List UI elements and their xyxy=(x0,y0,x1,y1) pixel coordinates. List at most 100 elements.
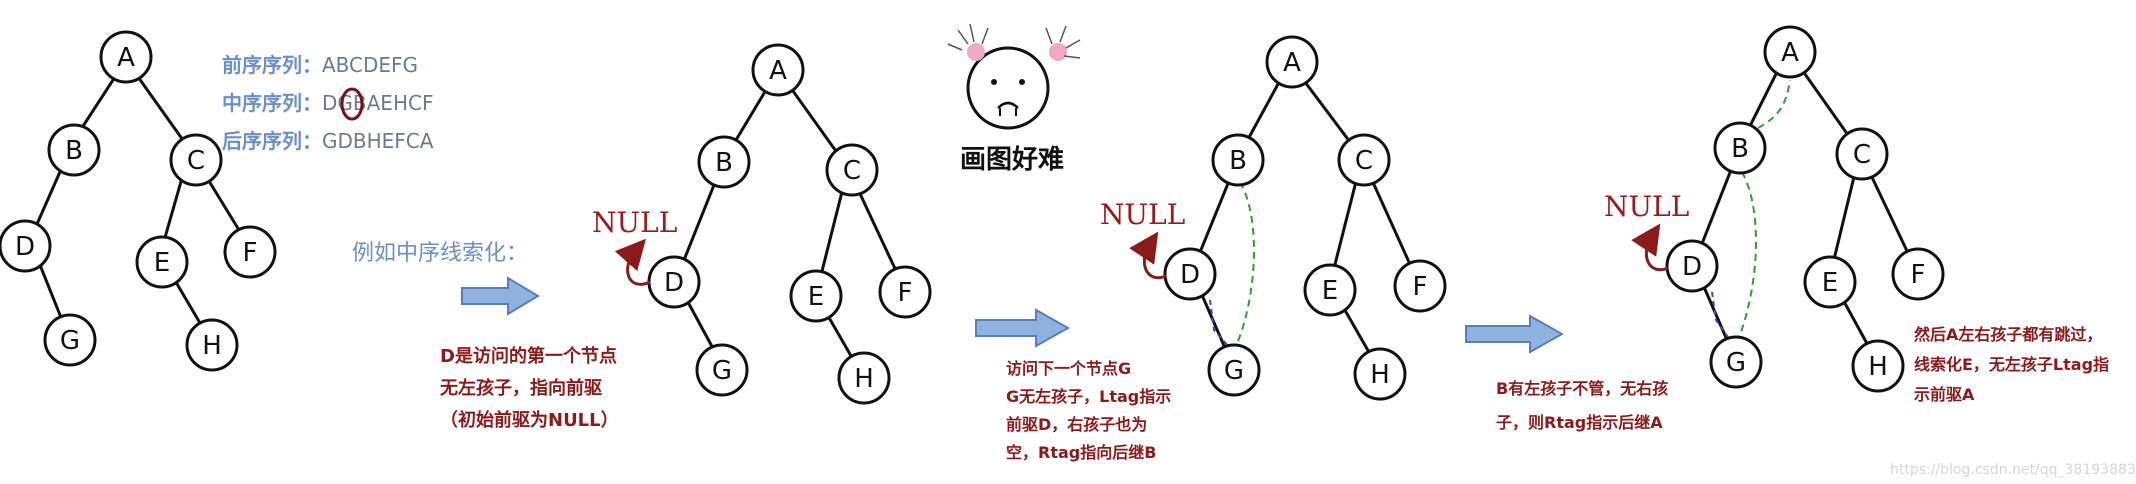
svg-text:A: A xyxy=(1283,48,1301,78)
svg-text:E: E xyxy=(808,282,824,312)
step-note-1: D是访问的第一个节点 无左孩子，指向前驱 （初始前驱为NULL） xyxy=(440,345,619,431)
face-icon xyxy=(966,46,1050,130)
svg-text:C: C xyxy=(843,156,861,186)
ltag-thread-line xyxy=(1209,299,1231,349)
tree-node-B: B xyxy=(1211,133,1265,187)
tree-1: A B C D E F G H xyxy=(0,30,277,372)
null-thread-arrow xyxy=(1631,223,1669,272)
svg-text:D是访问的第一个节点: D是访问的第一个节点 xyxy=(440,345,617,367)
svg-text:B: B xyxy=(715,148,733,178)
svg-text:G: G xyxy=(1726,348,1746,378)
svg-text:H: H xyxy=(1370,360,1390,390)
null-thread-arrow xyxy=(614,238,651,286)
tree-node-F: F xyxy=(223,225,277,279)
svg-text:B: B xyxy=(1731,134,1749,164)
svg-text:F: F xyxy=(1911,260,1926,290)
null-label: NULL xyxy=(1604,190,1689,223)
tree-node-C: C xyxy=(825,143,879,197)
svg-text:空，Rtag指向后继B: 空，Rtag指向后继B xyxy=(1006,443,1156,462)
svg-text:访问下一个节点G: 访问下一个节点G xyxy=(1006,359,1131,378)
svg-text:A: A xyxy=(1781,38,1799,68)
svg-text:然后A左右孩子都有跳过，: 然后A左右孩子都有跳过， xyxy=(1914,325,2102,344)
svg-text:H: H xyxy=(1868,352,1888,382)
svg-text:B有左孩子不管，无右孩: B有左孩子不管，无右孩 xyxy=(1496,379,1668,398)
watermark: https://blog.csdn.net/qq_38193883 xyxy=(1890,462,2136,478)
tree-node-G: G xyxy=(1709,335,1763,389)
tree-node-A: A xyxy=(1763,25,1817,79)
tree-node-H: H xyxy=(185,318,239,372)
tree-1-edges xyxy=(28,59,252,341)
tree-node-E: E xyxy=(1803,255,1857,309)
svg-text:E: E xyxy=(1822,268,1838,298)
svg-text:H: H xyxy=(202,331,222,361)
traversal-sequences: 前序序列：ABCDEFG 中序序列：DGBAEHCF 后序序列：GDBHEFCA xyxy=(222,53,434,153)
null-thread-arrow xyxy=(1129,231,1167,280)
tree-node-G: G xyxy=(1207,343,1261,397)
tree-node-D: D xyxy=(647,255,701,309)
tree-node-H: H xyxy=(837,351,891,405)
svg-text:F: F xyxy=(243,238,258,268)
tree-2-edges xyxy=(674,69,907,376)
svg-text:D: D xyxy=(664,268,684,298)
svg-text:示前驱A: 示前驱A xyxy=(1914,385,1975,404)
svg-text:E: E xyxy=(154,248,170,278)
tree-node-F: F xyxy=(1891,247,1945,301)
svg-text:画图好难: 画图好难 xyxy=(960,145,1064,175)
tree-node-E: E xyxy=(1303,263,1357,317)
svg-text:线索化E，无左孩子Ltag指: 线索化E，无左孩子Ltag指 xyxy=(1914,355,2109,374)
null-label: NULL xyxy=(1100,198,1185,231)
step-note-2: 访问下一个节点G G无左孩子，Ltag指示 前驱D，右孩子也为 空，Rtag指向… xyxy=(1006,359,1171,462)
tree-node-F: F xyxy=(1393,259,1447,313)
svg-text:H: H xyxy=(854,364,874,394)
tree-node-C: C xyxy=(169,133,223,187)
inorder-first-highlight xyxy=(340,87,364,121)
svg-text:D: D xyxy=(15,232,35,262)
tree-3-edges xyxy=(1190,61,1420,369)
svg-text:D: D xyxy=(1180,260,1200,290)
tree-node-D: D xyxy=(1665,239,1719,293)
tree-2-nodes: A B C D E F G H xyxy=(647,43,932,405)
tree-node-G: G xyxy=(43,313,97,367)
svg-text:G: G xyxy=(712,356,732,386)
tree-node-G: G xyxy=(695,343,749,397)
tree-node-E: E xyxy=(789,269,843,323)
svg-text:E: E xyxy=(1322,276,1338,306)
example-label: 例如中序线索化： xyxy=(352,241,528,266)
svg-text:C: C xyxy=(187,146,205,176)
tree-node-A: A xyxy=(1265,35,1319,89)
tree-1-nodes: A B C D E F G H xyxy=(0,30,277,372)
svg-text:无左孩子，指向前驱: 无左孩子，指向前驱 xyxy=(440,377,602,399)
svg-text:A: A xyxy=(117,43,135,73)
null-label: NULL xyxy=(592,206,677,239)
svg-text:（初始前驱为NULL）: （初始前驱为NULL） xyxy=(440,409,619,431)
svg-text:D: D xyxy=(1682,252,1702,282)
tree-4-nodes: A B C D E F G H xyxy=(1665,25,1945,393)
tree-node-B: B xyxy=(697,135,751,189)
rtag-thread-line xyxy=(1737,171,1757,341)
tree-node-D: D xyxy=(1163,247,1217,301)
face-doodle: 画图好难 xyxy=(947,23,1081,175)
step-note-4: 然后A左右孩子都有跳过， 线索化E，无左孩子Ltag指 示前驱A xyxy=(1914,325,2109,404)
svg-text:C: C xyxy=(1355,146,1373,176)
tree-node-H: H xyxy=(1353,347,1407,401)
tree-node-D: D xyxy=(0,219,52,273)
svg-text:F: F xyxy=(898,278,913,308)
svg-text:前驱D，右孩子也为: 前驱D，右孩子也为 xyxy=(1006,415,1147,434)
step-note-3: B有左孩子不管，无右孩 子，则Rtag指示后继A xyxy=(1496,379,1668,432)
tree-4: A B C D E F G H NULL xyxy=(1604,25,1945,393)
svg-text:G无左孩子，Ltag指示: G无左孩子，Ltag指示 xyxy=(1006,387,1171,406)
tree-node-F: F xyxy=(878,265,932,319)
tree-2: A B C D E F G H NULL xyxy=(592,43,932,405)
postorder-line: 后序序列：GDBHEFCA xyxy=(222,129,434,153)
tree-node-B: B xyxy=(1713,121,1767,175)
step-arrow-3 xyxy=(1465,314,1565,354)
svg-text:B: B xyxy=(65,136,83,166)
tree-node-C: C xyxy=(1835,127,1889,181)
tree-node-B: B xyxy=(47,123,101,177)
svg-text:子，则Rtag指示后继A: 子，则Rtag指示后继A xyxy=(1496,413,1663,432)
tree-node-C: C xyxy=(1337,133,1391,187)
svg-text:B: B xyxy=(1229,146,1247,176)
step-arrow-2 xyxy=(975,308,1071,348)
rtag-thread-line xyxy=(1757,79,1791,129)
